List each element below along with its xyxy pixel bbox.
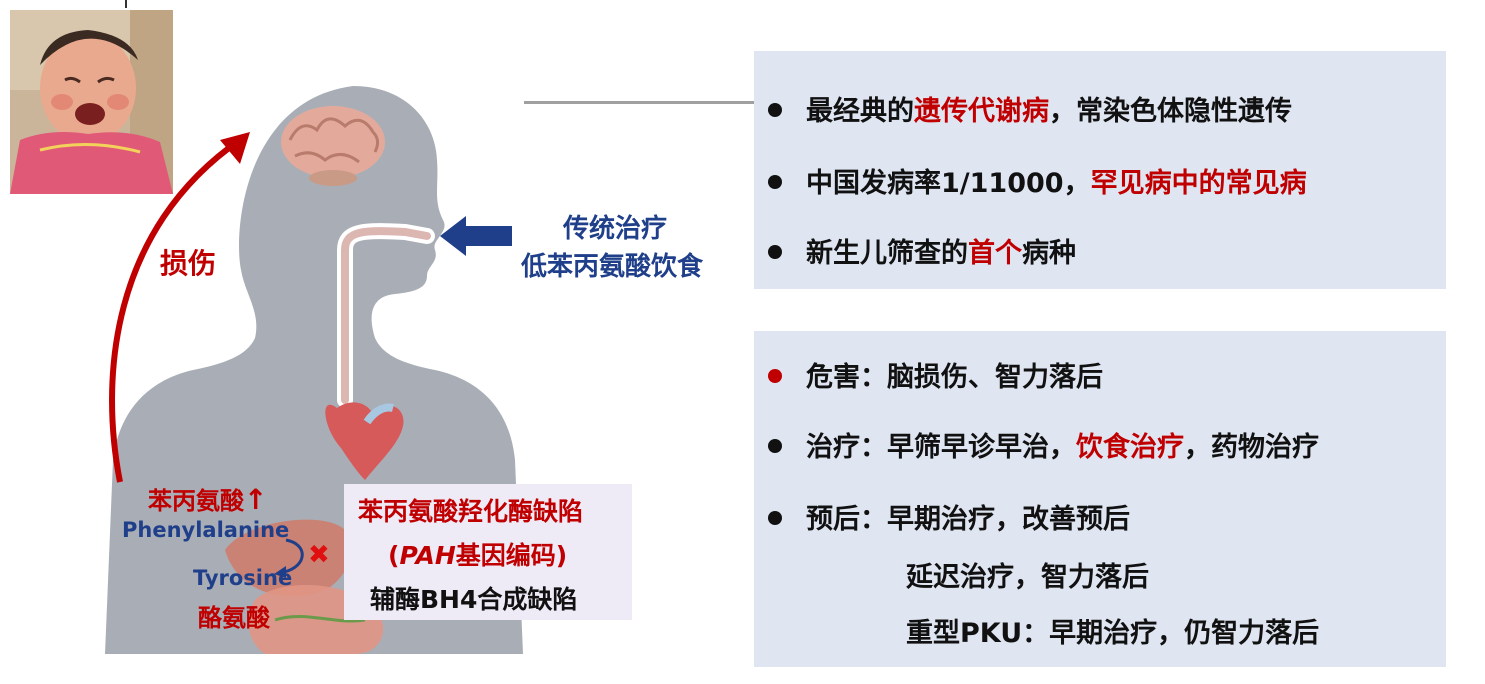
bullet-icon bbox=[768, 438, 782, 453]
defect-paren: ( bbox=[388, 541, 400, 570]
harm-item: 危害：脑损伤、智力落后 bbox=[768, 355, 1103, 394]
treatment-label-1: 传统治疗 bbox=[563, 214, 668, 244]
phe-cn-label: 苯丙氨酸↑ bbox=[148, 481, 267, 516]
bullet-icon bbox=[768, 244, 782, 259]
prognosis-line-1: 预后：早期治疗，改善预后 bbox=[806, 504, 1130, 535]
bullet-icon bbox=[768, 174, 782, 189]
info-panel-bottom: 危害：脑损伤、智力落后 治疗：早筛早诊早治，饮食治疗，药物治疗 预后：早期治疗，… bbox=[754, 331, 1446, 667]
top-item-2: 中国发病率1/11000，罕见病中的常见病 bbox=[768, 161, 1307, 200]
prognosis-item: 预后：早期治疗，改善预后 bbox=[768, 497, 1130, 536]
phe-en-label: Phenylalanine bbox=[122, 518, 290, 542]
child-photo-illustration bbox=[10, 10, 173, 194]
treatment-highlight: 饮食治疗 bbox=[1076, 432, 1184, 463]
top-item-1-highlight: 遗传代谢病 bbox=[914, 96, 1049, 127]
prognosis-line-3: 重型PKU：早期治疗，仍智力落后 bbox=[906, 618, 1320, 649]
child-photo bbox=[10, 10, 173, 194]
info-panel-top: 最经典的遗传代谢病，常染色体隐性遗传 中国发病率1/11000，罕见病中的常见病… bbox=[754, 51, 1446, 289]
damage-label: 损伤 bbox=[160, 247, 217, 280]
harm-text: 危害：脑损伤、智力落后 bbox=[806, 362, 1103, 393]
prognosis-line-2: 延迟治疗，智力落后 bbox=[906, 562, 1149, 593]
defect-line-2: (PAH基因编码) bbox=[388, 536, 567, 572]
tyr-en-label: Tyrosine bbox=[193, 566, 293, 590]
conversion-arrow bbox=[274, 538, 304, 578]
block-mark: ✖ bbox=[308, 540, 330, 570]
treatment-post: ，药物治疗 bbox=[1184, 432, 1319, 463]
treatment-arrow bbox=[440, 216, 512, 256]
connector-line bbox=[524, 101, 756, 104]
defect-line-3: 辅酶BH4合成缺陷 bbox=[370, 585, 578, 614]
defect-line-1: 苯丙氨酸羟化酶缺陷 bbox=[358, 497, 584, 526]
treatment-item: 治疗：早筛早诊早治，饮食治疗，药物治疗 bbox=[768, 425, 1319, 464]
phe-cn-text: 苯丙氨酸 bbox=[148, 487, 244, 515]
top-item-1-pre: 最经典的 bbox=[806, 96, 914, 127]
top-item-2-highlight: 罕见病中的常见病 bbox=[1090, 168, 1307, 199]
top-item-3: 新生儿筛查的首个病种 bbox=[768, 231, 1076, 270]
tyr-cn-label: 酪氨酸 bbox=[198, 604, 270, 632]
photo-tick bbox=[125, 0, 127, 8]
treatment-label-2: 低苯丙氨酸饮食 bbox=[521, 252, 704, 282]
top-item-1: 最经典的遗传代谢病，常染色体隐性遗传 bbox=[768, 89, 1292, 128]
brain-icon bbox=[281, 106, 385, 186]
top-item-3-highlight: 首个 bbox=[968, 238, 1022, 269]
top-item-3-post: 病种 bbox=[1022, 238, 1076, 269]
bullet-icon bbox=[768, 102, 782, 117]
top-item-1-post: ，常染色体隐性遗传 bbox=[1049, 96, 1292, 127]
defect-gene-rest: 基因编码) bbox=[455, 541, 568, 570]
bullet-icon bbox=[768, 510, 782, 525]
phe-increase-arrow: ↑ bbox=[244, 483, 268, 516]
digestive-organs bbox=[225, 519, 384, 654]
treatment-pre: 治疗：早筛早诊早治， bbox=[806, 432, 1076, 463]
top-item-2-pre: 中国发病率1/11000， bbox=[806, 168, 1091, 199]
bullet-icon bbox=[768, 368, 782, 383]
defect-box: 苯丙氨酸羟化酶缺陷 (PAH基因编码) 辅酶BH4合成缺陷 bbox=[344, 484, 632, 620]
pah-gene: PAH bbox=[399, 541, 456, 570]
heart-icon bbox=[325, 402, 404, 480]
top-item-3-pre: 新生儿筛查的 bbox=[806, 238, 968, 269]
damage-arrow bbox=[109, 132, 250, 483]
